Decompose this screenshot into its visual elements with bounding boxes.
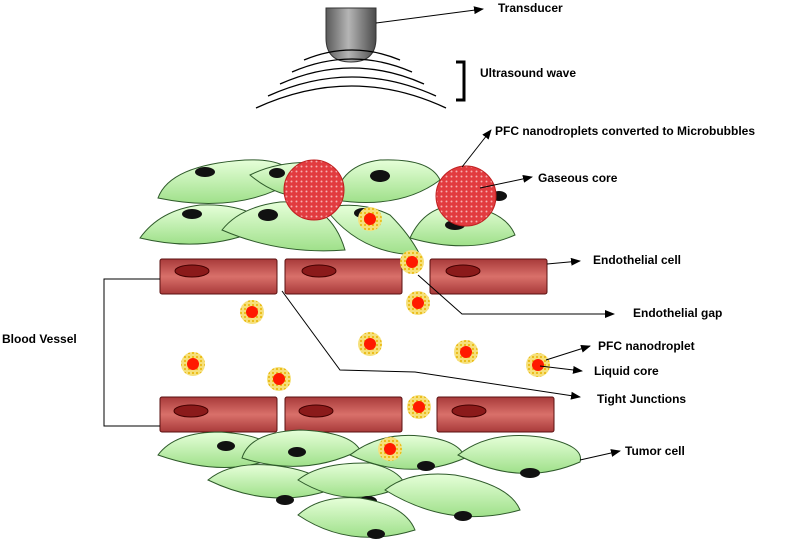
nanodroplet-11 [378, 437, 402, 461]
microbubble-2 [435, 165, 497, 227]
nanodroplet-8 [181, 352, 205, 376]
nanodroplet-5 [358, 332, 382, 356]
liquid-core-label: Liquid core [594, 364, 659, 378]
pfc-nanodroplet-label: PFC nanodroplet [598, 339, 695, 353]
gaseous-core-label: Gaseous core [538, 171, 618, 185]
tumor-cell-label: Tumor cell [625, 444, 685, 458]
nanodroplet-10 [407, 395, 431, 419]
tight-junctions-arrow [281, 290, 581, 400]
endothelial-layer-bottom [159, 396, 555, 433]
tight-junctions-label: Tight Junctions [597, 392, 687, 406]
microbubble-arrow [461, 129, 492, 168]
liquid-core-arrow [539, 365, 583, 374]
microbubble-1 [283, 159, 345, 221]
nanodroplet-7 [526, 353, 550, 377]
gaseous-core-arrow [479, 174, 533, 189]
endothelial-cell-label: Endothelial cell [593, 253, 682, 267]
nanodroplet-4 [406, 291, 430, 315]
pfc-nanodroplet-arrow [545, 344, 591, 361]
ultrasound-wave-label: Ultrasound wave [480, 66, 577, 80]
transducer-arrow [375, 6, 484, 24]
nanodroplet-2 [400, 250, 424, 274]
blood-vessel-bracket [103, 278, 160, 427]
transducer-icon [325, 7, 377, 63]
endothelial-layer-top [159, 258, 548, 295]
nanodroplets [181, 207, 550, 461]
endothelial-gap-arrow [417, 274, 615, 318]
tumor-cell-arrow [579, 449, 621, 461]
nanodroplet-1 [358, 207, 382, 231]
ultrasound-wave-icon [255, 49, 447, 109]
endothelial-cell-arrow [546, 257, 581, 266]
blood-vessel-label: Blood Vessel [2, 332, 77, 346]
microbubbles-label: PFC nanodroplets converted to Microbubbl… [495, 124, 756, 138]
transducer-label: Transducer [498, 1, 563, 15]
nanodroplet-9 [267, 367, 291, 391]
nanodroplet-6 [454, 340, 478, 364]
wave-bracket [456, 60, 466, 102]
endothelial-gap-label: Endothelial gap [633, 306, 723, 320]
tumor-cells [157, 429, 581, 539]
nanodroplet-3 [240, 300, 264, 324]
